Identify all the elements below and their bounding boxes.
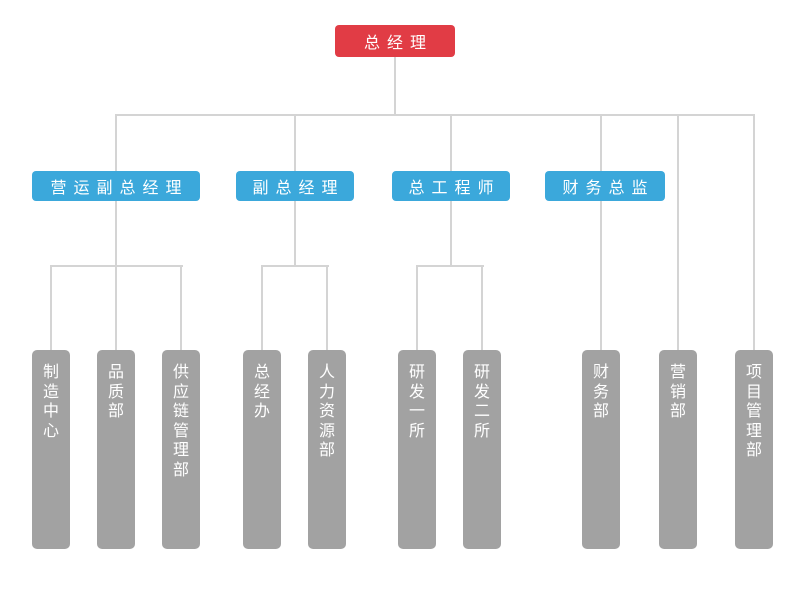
node-quality-dept[interactable]: 品 质 部 — [97, 350, 135, 549]
node-label: 营 销 部 — [669, 362, 686, 420]
node-marketing-dept[interactable]: 营 销 部 — [659, 350, 697, 549]
node-vice-gm[interactable]: 副总经理 — [236, 171, 354, 201]
node-label: 研 发 一 所 — [408, 362, 425, 440]
node-operations-vice-gm[interactable]: 营运副总经理 — [32, 171, 200, 201]
node-label: 总工程师 — [408, 178, 501, 197]
node-finance-director[interactable]: 财务总监 — [545, 171, 665, 201]
node-label: 副总经理 — [252, 178, 345, 197]
node-label: 人 力 资 源 部 — [318, 362, 335, 459]
node-project-mgmt-dept[interactable]: 项 目 管 理 部 — [735, 350, 773, 549]
connector-line — [115, 114, 117, 171]
node-label: 总经理 — [363, 33, 433, 52]
connector-line — [450, 201, 452, 266]
connector-line — [115, 265, 117, 350]
connector-line — [481, 265, 483, 350]
node-label: 品 质 部 — [107, 362, 124, 420]
node-label: 营运副总经理 — [50, 178, 189, 197]
connector-line — [261, 265, 329, 267]
node-label: 总 经 办 — [253, 362, 270, 420]
node-label: 研 发 二 所 — [473, 362, 490, 440]
connector-line — [115, 114, 755, 116]
connector-line — [677, 114, 679, 350]
connector-line — [50, 265, 52, 350]
connector-line — [115, 201, 117, 266]
node-label: 财 务 部 — [592, 362, 609, 420]
node-gm-office[interactable]: 总 经 办 — [243, 350, 281, 549]
connector-line — [294, 114, 296, 171]
node-rd-institute-2[interactable]: 研 发 二 所 — [463, 350, 501, 549]
node-label: 供 应 链 管 理 部 — [172, 362, 189, 479]
connector-line — [416, 265, 484, 267]
connector-line — [600, 114, 602, 350]
node-label: 项 目 管 理 部 — [745, 362, 762, 459]
node-finance-dept[interactable]: 财 务 部 — [582, 350, 620, 549]
connector-line — [394, 57, 396, 115]
connector-line — [416, 265, 418, 350]
connector-line — [753, 114, 755, 350]
node-manufacturing-center[interactable]: 制 造 中 心 — [32, 350, 70, 549]
node-supply-chain-dept[interactable]: 供 应 链 管 理 部 — [162, 350, 200, 549]
node-label: 制 造 中 心 — [42, 362, 59, 440]
connector-line — [450, 114, 452, 171]
node-general-manager[interactable]: 总经理 — [335, 25, 455, 57]
connector-line — [180, 265, 182, 350]
node-chief-engineer[interactable]: 总工程师 — [392, 171, 510, 201]
node-label: 财务总监 — [562, 178, 655, 197]
node-hr-dept[interactable]: 人 力 资 源 部 — [308, 350, 346, 549]
connector-line — [261, 265, 263, 350]
node-rd-institute-1[interactable]: 研 发 一 所 — [398, 350, 436, 549]
connector-line — [326, 265, 328, 350]
connector-line — [294, 201, 296, 266]
